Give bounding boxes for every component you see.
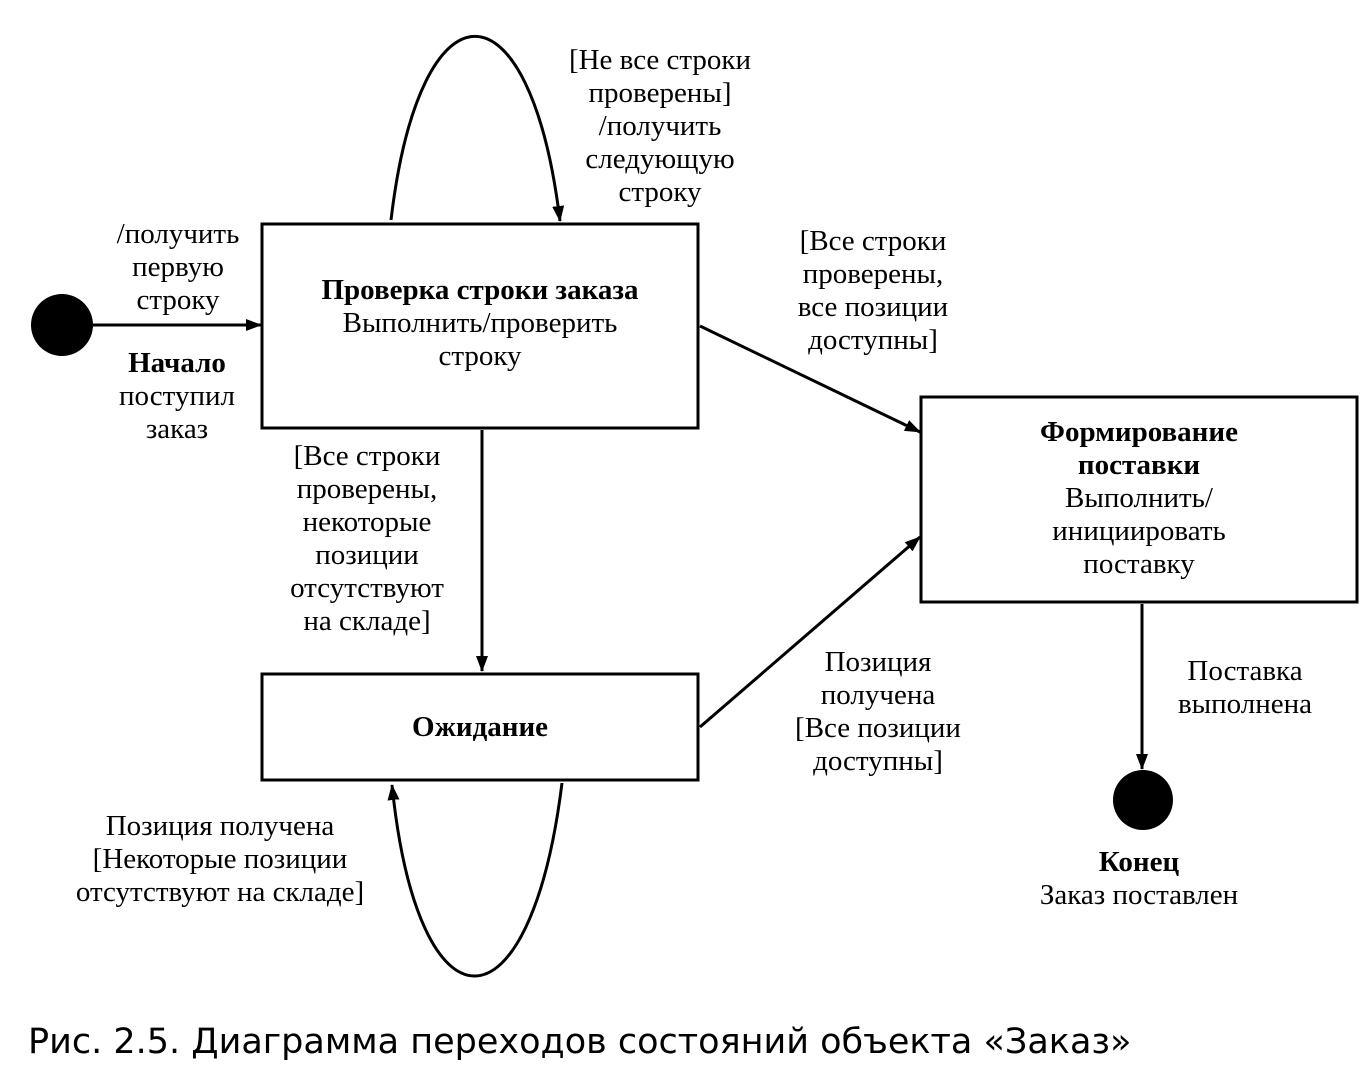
state-waiting-title: Ожидание [411,711,549,743]
transition-check-to-shipment-line-3: все позиции [797,291,949,323]
transition-waiting-to-shipment-label: Позиция получена [Все позиции доступны] [795,646,961,778]
transition-shipment-to-end-label: Поставка выполнена [1178,655,1312,721]
transition-check-to-waiting-line-2: проверены, [296,473,438,505]
transition-self-check-line-4: следующую [585,143,735,175]
transition-initial-line-3: строку [136,284,220,316]
transition-initial-line-1: /получить [116,218,240,250]
start-node [31,294,93,356]
start-label: Начало поступил заказ [119,347,235,446]
state-check-action-1: Выполнить/проверить [342,307,618,339]
transition-check-to-waiting-line-1: [Все строки [293,440,441,472]
end-subtitle: Заказ поставлен [1039,879,1239,911]
state-check-action-2: строку [438,340,522,372]
transition-check-to-waiting-line-3: некоторые [302,506,432,538]
state-shipment-action-2: инициировать [1052,515,1226,547]
transition-check-to-shipment-line-2: проверены, [802,258,944,290]
state-waiting-label: Ожидание [412,711,548,744]
state-box-waiting [260,672,700,782]
transition-check-to-shipment-line-1: [Все строки [799,225,947,257]
start-title: Начало [128,347,226,379]
transition-initial-label: /получить первую строку [117,218,240,317]
state-shipment-label: Формирование поставки Выполнить/ инициир… [1040,416,1238,581]
transition-check-to-shipment-line-4: доступны] [808,324,938,356]
transition-check-to-waiting-line-5: отсутствуют [290,572,444,604]
start-subtitle-1: поступил [119,380,235,412]
transition-self-waiting-line-2: [Некоторые позиции [92,843,348,875]
state-box-check [260,222,700,430]
transition-check-to-waiting-label: [Все строки проверены, некоторые позиции… [290,440,444,638]
self-loop-check-arrow [389,35,565,222]
start-subtitle-2: заказ [145,413,209,445]
transition-self-waiting-line-3: отсутствуют на складе] [75,876,365,908]
transition-self-check-line-1: [Не все строки [568,44,752,76]
transition-self-check-line-3: /получить [598,110,722,142]
state-box-shipment [919,395,1359,604]
transition-self-waiting-label: Позиция получена [Некоторые позиции отсу… [76,810,364,909]
check-to-shipment-arrow [699,324,921,434]
transition-initial-line-2: первую [132,251,224,283]
transition-waiting-to-shipment-line-4: доступны] [813,745,943,777]
transition-self-check-line-2: проверены] [588,77,732,109]
transition-self-check-label: [Не все строки проверены] /получить след… [569,44,751,209]
end-node [1113,770,1173,830]
transition-self-waiting-line-1: Позиция получена [105,810,335,842]
state-shipment-action-1: Выполнить/ [1065,482,1213,514]
transition-check-to-waiting-line-6: на складе] [303,605,431,637]
transition-shipment-to-end-line-1: Поставка [1187,655,1303,687]
end-label: Конец Заказ поставлен [1040,846,1238,912]
state-shipment-action-3: поставку [1083,548,1195,580]
self-loop-waiting-arrow [387,782,564,978]
transition-check-to-shipment-label: [Все строки проверены, все позиции досту… [798,225,948,357]
transition-check-to-waiting-line-4: позиции [315,539,419,571]
transition-waiting-to-shipment-line-3: [Все позиции [795,712,961,744]
transition-waiting-to-shipment-line-1: Позиция [824,646,932,678]
transition-self-check-line-5: строку [618,176,702,208]
state-shipment-title-1: Формирование [1040,416,1238,448]
transition-waiting-to-shipment-line-2: получена [820,679,936,711]
waiting-to-shipment-arrow [699,535,921,729]
state-check-label: Проверка строки заказа Выполнить/провери… [322,274,639,373]
state-shipment-title-2: поставки [1077,449,1201,481]
transition-shipment-to-end-line-2: выполнена [1177,688,1313,720]
figure-caption: Рис. 2.5. Диаграмма переходов состояний … [28,1022,1132,1062]
state-check-title: Проверка строки заказа [321,274,639,306]
end-title: Конец [1098,846,1180,878]
